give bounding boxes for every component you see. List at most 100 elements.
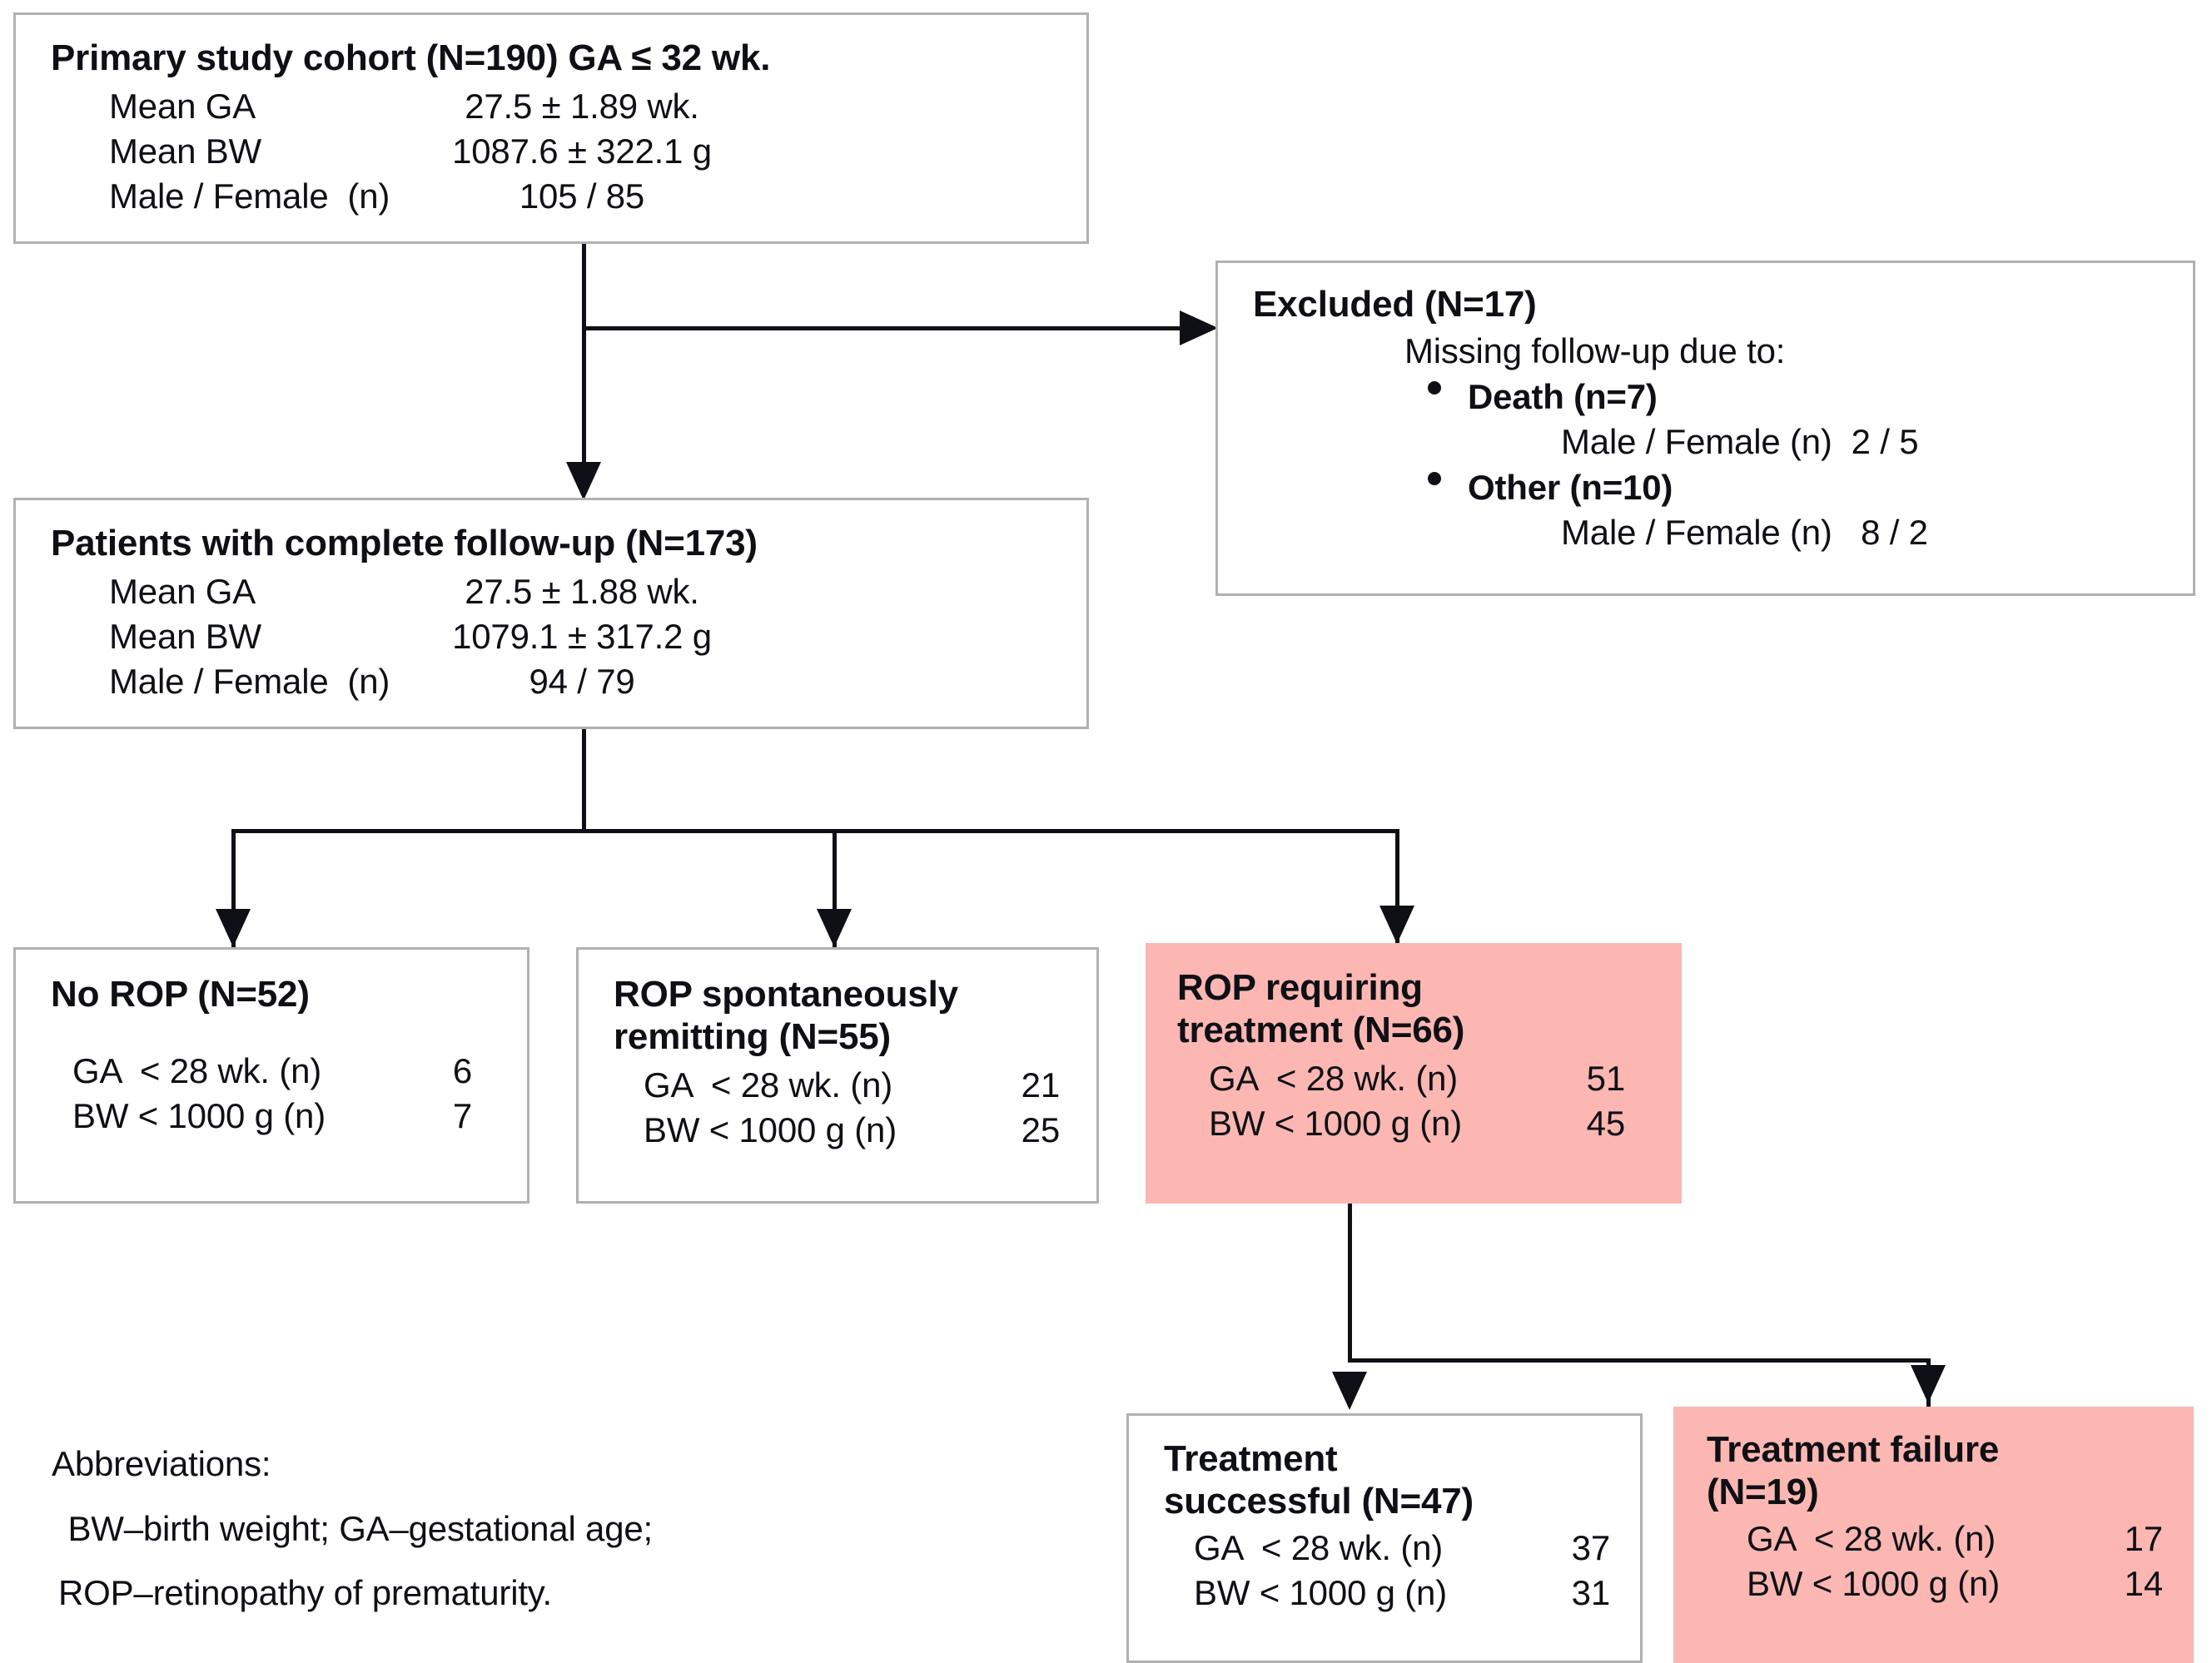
stat-label: GA < 28 wk. (n) xyxy=(72,1051,322,1091)
stat-label: Male / Female (n) xyxy=(109,176,390,216)
stat-label: GA < 28 wk. (n) xyxy=(1194,1528,1444,1568)
stat-value: 1087.6 ± 322.1 g xyxy=(452,131,712,171)
treatment-failure-title: Treatment failure (N=19) xyxy=(1707,1429,2000,1513)
arrowhead-to-failure xyxy=(1911,1365,1946,1403)
excluded-sex-split: Male / Female (n) 2 / 5 xyxy=(1561,422,1919,462)
primary-cohort-stats: Mean GA 27.5 ± 1.89 wk. Mean BW 1087.6 ±… xyxy=(16,79,1086,218)
connector-branch-norop xyxy=(231,829,236,947)
stat-row: GA < 28 wk. (n) 21 xyxy=(644,1063,1096,1108)
rop-requiring-treatment-title: ROP requiring treatment (N=66) xyxy=(1177,967,1465,1051)
stat-label: BW < 1000 g (n) xyxy=(644,1109,897,1149)
stat-row: Male / Female (n) 94 / 79 xyxy=(16,659,1086,704)
stat-value: 45 xyxy=(1586,1103,1626,1143)
stat-label: Mean GA xyxy=(109,572,256,612)
primary-cohort-title: Primary study cohort (N=190) GA ≤ 32 wk. xyxy=(51,37,771,78)
list-item: Other (n=10) Male / Female (n) 8 / 2 xyxy=(1218,465,2193,556)
stat-row: Mean BW 1079.1 ± 317.2 g xyxy=(16,614,1086,659)
stat-row: Mean GA 27.5 ± 1.89 wk. xyxy=(16,84,1086,129)
stat-label: GA < 28 wk. (n) xyxy=(1209,1059,1459,1099)
treatment-failure-stats: GA < 28 wk. (n) 17 BW < 1000 g (n) 14 xyxy=(1673,1513,2194,1606)
treatment-successful-stats: GA < 28 wk. (n) 37 BW < 1000 g (n) 31 xyxy=(1129,1522,1640,1616)
connector-followup-bus xyxy=(231,829,1399,833)
excluded-sex-split: Male / Female (n) 8 / 2 xyxy=(1561,513,1928,553)
excluded-cause: Death (n=7) xyxy=(1468,376,1658,416)
complete-followup-title: Patients with complete follow-up (N=173) xyxy=(51,523,758,563)
stat-value: 51 xyxy=(1586,1059,1626,1099)
stat-row: GA < 28 wk. (n) 37 xyxy=(1194,1526,1640,1571)
stat-value: 27.5 ± 1.89 wk. xyxy=(465,87,699,127)
stat-value: 1079.1 ± 317.2 g xyxy=(452,616,712,656)
stat-value: 21 xyxy=(1021,1065,1061,1105)
stat-row: GA < 28 wk. (n) 6 xyxy=(72,1049,527,1094)
stat-row: GA < 28 wk. (n) 51 xyxy=(1209,1056,1682,1101)
rop-remitting-stats: GA < 28 wk. (n) 21 BW < 1000 g (n) 25 xyxy=(579,1058,1096,1153)
stat-row: BW < 1000 g (n) 45 xyxy=(1209,1101,1682,1146)
connector-primary-trunk xyxy=(582,244,586,469)
stat-value: 25 xyxy=(1021,1109,1061,1149)
stat-row: BW < 1000 g (n) 14 xyxy=(1747,1561,2194,1606)
stat-value: 7 xyxy=(452,1095,472,1135)
excluded-box: Excluded (N=17) Missing follow-up due to… xyxy=(1215,261,2195,596)
stat-label: BW < 1000 g (n) xyxy=(1747,1563,2000,1603)
connector-branch-remitting xyxy=(833,829,837,947)
stat-label: Male / Female (n) xyxy=(109,661,390,701)
arrowhead-to-norop xyxy=(216,909,251,947)
stat-row: BW < 1000 g (n) 31 xyxy=(1194,1571,1640,1616)
connector-requiring-bus xyxy=(1348,1358,1931,1363)
abbreviations-block: Abbreviations: BW–birth weight; GA–gesta… xyxy=(52,1432,984,1626)
stat-row: Mean BW 1087.6 ± 322.1 g xyxy=(16,129,1086,174)
stat-label: BW < 1000 g (n) xyxy=(72,1095,326,1135)
treatment-failure-box: Treatment failure (N=19) GA < 28 wk. (n)… xyxy=(1673,1407,2194,1663)
arrowhead-to-remitting xyxy=(817,909,852,947)
excluded-reason-list: Death (n=7) Male / Female (n) 2 / 5 Othe… xyxy=(1218,375,2193,556)
treatment-successful-title: Treatment successful (N=47) xyxy=(1164,1438,1474,1522)
arrowhead-to-excluded xyxy=(1180,310,1218,345)
stat-label: BW < 1000 g (n) xyxy=(1194,1572,1447,1612)
stat-row: GA < 28 wk. (n) 17 xyxy=(1747,1517,2194,1561)
stat-value: 31 xyxy=(1571,1572,1611,1612)
stat-label: GA < 28 wk. (n) xyxy=(644,1065,893,1105)
rop-requiring-treatment-stats: GA < 28 wk. (n) 51 BW < 1000 g (n) 45 xyxy=(1146,1051,1682,1146)
stat-label: Mean BW xyxy=(109,131,261,171)
no-rop-box: No ROP (N=52) GA < 28 wk. (n) 6 BW < 100… xyxy=(13,947,529,1204)
abbreviations-heading: Abbreviations: xyxy=(52,1444,271,1483)
rop-remitting-box: ROP spontaneously remitting (N=55) GA < … xyxy=(576,947,1099,1204)
stat-value: 94 / 79 xyxy=(529,661,635,701)
primary-cohort-box: Primary study cohort (N=190) GA ≤ 32 wk.… xyxy=(13,12,1089,244)
no-rop-title: No ROP (N=52) xyxy=(51,974,310,1015)
connector-branch-requiring xyxy=(1395,829,1399,944)
stat-value: 14 xyxy=(2124,1563,2164,1603)
connector-primary-to-excluded xyxy=(582,326,1183,330)
connector-followup-trunk xyxy=(582,729,586,832)
excluded-cause: Other (n=10) xyxy=(1468,467,1673,507)
stat-value: 17 xyxy=(2124,1519,2164,1559)
rop-requiring-treatment-box: ROP requiring treatment (N=66) GA < 28 w… xyxy=(1146,943,1682,1204)
stat-label: BW < 1000 g (n) xyxy=(1209,1103,1462,1143)
bullet-icon xyxy=(1428,472,1441,486)
excluded-subtitle: Missing follow-up due to: xyxy=(1404,331,1786,371)
list-item: Death (n=7) Male / Female (n) 2 / 5 xyxy=(1218,375,2193,465)
stat-label: Mean GA xyxy=(109,87,256,127)
stat-value: 27.5 ± 1.88 wk. xyxy=(465,572,699,612)
abbreviations-line-2: ROP–retinopathy of prematurity. xyxy=(58,1573,552,1613)
rop-remitting-title: ROP spontaneously remitting (N=55) xyxy=(614,974,958,1058)
stat-value: 6 xyxy=(452,1051,472,1091)
stat-value: 37 xyxy=(1571,1528,1611,1568)
bullet-icon xyxy=(1428,380,1441,395)
treatment-successful-box: Treatment successful (N=47) GA < 28 wk. … xyxy=(1126,1413,1643,1663)
stat-row: Male / Female (n) 105 / 85 xyxy=(16,174,1086,219)
stat-row: BW < 1000 g (n) 7 xyxy=(72,1094,527,1139)
arrowhead-to-requiring xyxy=(1379,906,1414,944)
complete-followup-stats: Mean GA 27.5 ± 1.88 wk. Mean BW 1079.1 ±… xyxy=(16,564,1086,703)
arrowhead-to-followup xyxy=(566,462,601,500)
stat-row: Mean GA 27.5 ± 1.88 wk. xyxy=(16,569,1086,614)
stat-row: BW < 1000 g (n) 25 xyxy=(644,1108,1096,1153)
connector-requiring-trunk xyxy=(1348,1204,1352,1362)
stat-value: 105 / 85 xyxy=(519,176,645,216)
stat-label: GA < 28 wk. (n) xyxy=(1747,1519,1996,1559)
stat-label: Mean BW xyxy=(109,616,261,656)
excluded-title: Excluded (N=17) xyxy=(1253,284,1537,325)
abbreviations-line-1: BW–birth weight; GA–gestational age; xyxy=(58,1508,654,1548)
arrowhead-to-success xyxy=(1332,1372,1367,1410)
